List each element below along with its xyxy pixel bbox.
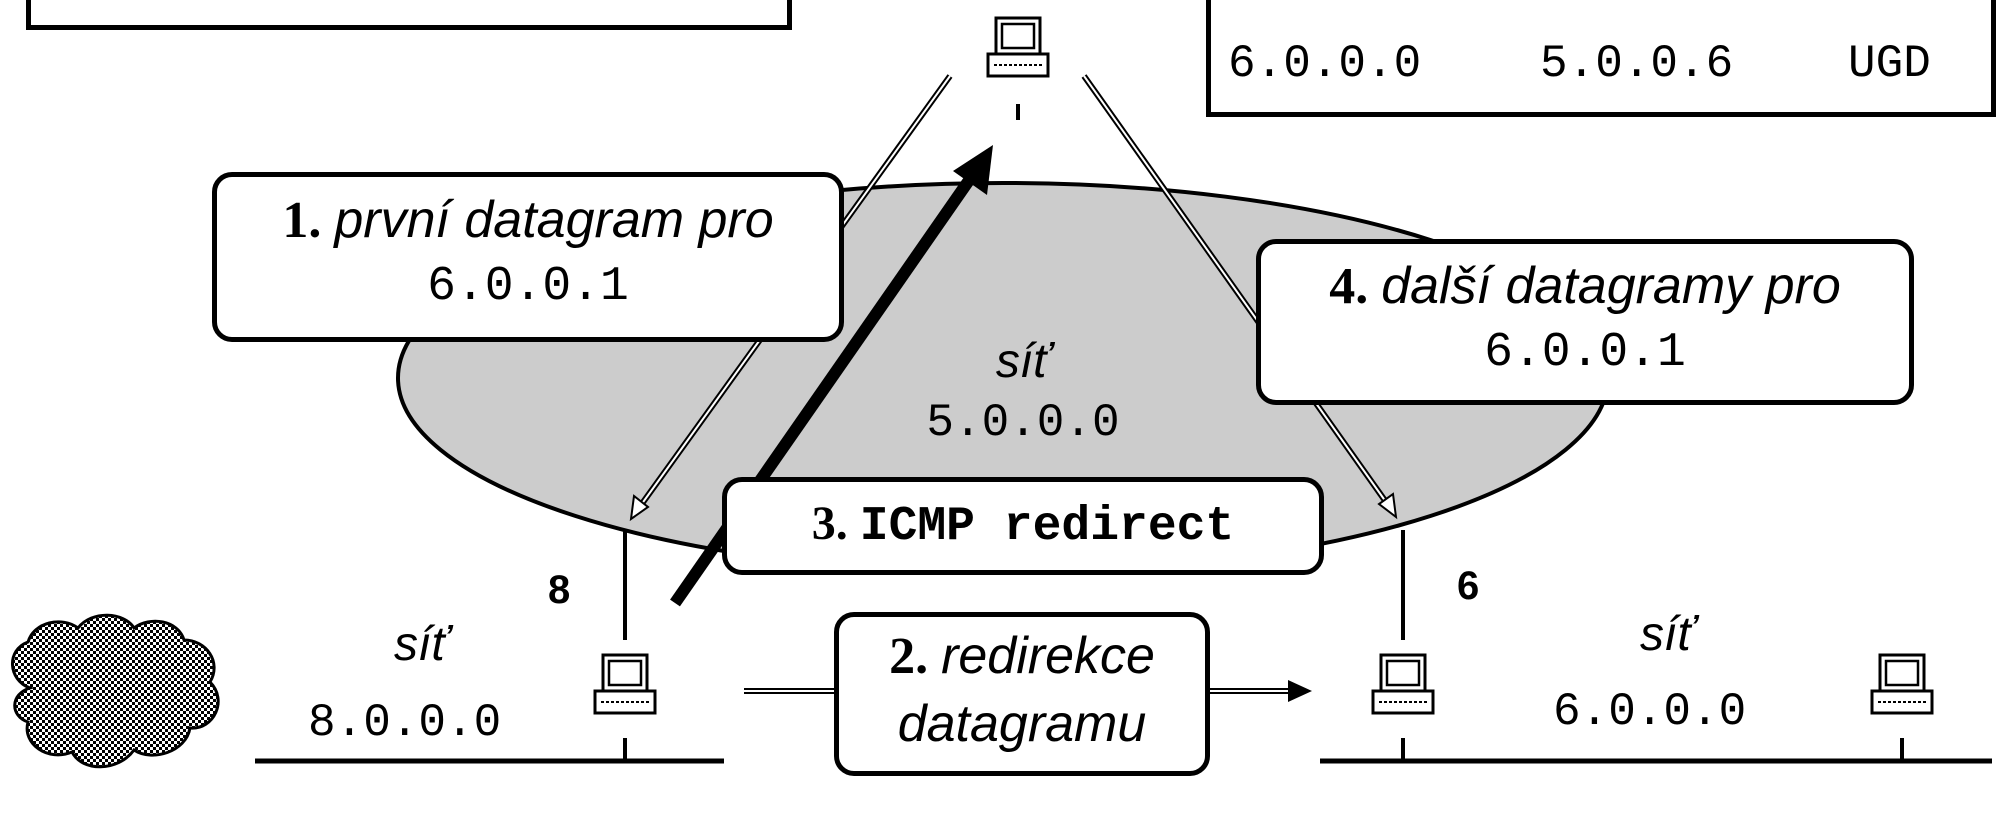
path-next-datagrams: [1081, 74, 1398, 520]
step1-text: první datagram pro: [334, 191, 774, 249]
step4-address: 6.0.0.1: [1484, 326, 1686, 380]
network-left-label: síť: [394, 618, 449, 671]
network-right-address: 6.0.0.0: [1553, 686, 1747, 738]
routing-table-box: [1206, 0, 1996, 117]
top-router-computer-icon: [986, 16, 1050, 78]
step2-number: 2.: [889, 628, 929, 685]
network-left-address: 8.0.0.0: [308, 697, 502, 749]
route-destination: 6.0.0.0: [1228, 38, 1422, 90]
top-left-box: [26, 0, 792, 30]
step3-text: ICMP redirect: [859, 500, 1235, 554]
step4-text: další datagramy pro: [1381, 257, 1841, 315]
right-router-computer-icon: [1371, 653, 1435, 715]
step1-title: 1. první datagram pro: [212, 194, 844, 247]
step4-title: 4. další datagramy pro: [1256, 260, 1914, 313]
step4-number: 4.: [1329, 258, 1369, 315]
host-computer-icon: [1870, 653, 1934, 715]
step1-number: 1.: [282, 192, 322, 249]
step2-line2: datagramu: [897, 695, 1147, 753]
step2-box: [834, 612, 1210, 776]
network-middle-address: 5.0.0.0: [926, 397, 1120, 449]
network-middle-label: síť: [995, 335, 1051, 388]
step3-title: 3. ICMP redirect: [722, 497, 1324, 554]
left-router-computer-icon: [593, 653, 657, 715]
step3-box: [722, 477, 1324, 575]
step2-line1: redirekce: [941, 627, 1155, 685]
step4-box: [1256, 239, 1914, 405]
route-gateway: 5.0.0.6: [1540, 38, 1734, 90]
step1-box: [212, 172, 844, 342]
route-flags: UGD: [1848, 38, 1931, 90]
internet-cloud-icon: [11, 613, 220, 769]
step3-number: 3.: [811, 497, 848, 550]
interface-left-number: 8: [548, 568, 571, 612]
network-right-label: síť: [1640, 608, 1695, 661]
step2-title: 2. redirekce: [834, 630, 1210, 683]
step1-address: 6.0.0.1: [427, 260, 629, 314]
interface-right-number: 6: [1457, 564, 1480, 608]
